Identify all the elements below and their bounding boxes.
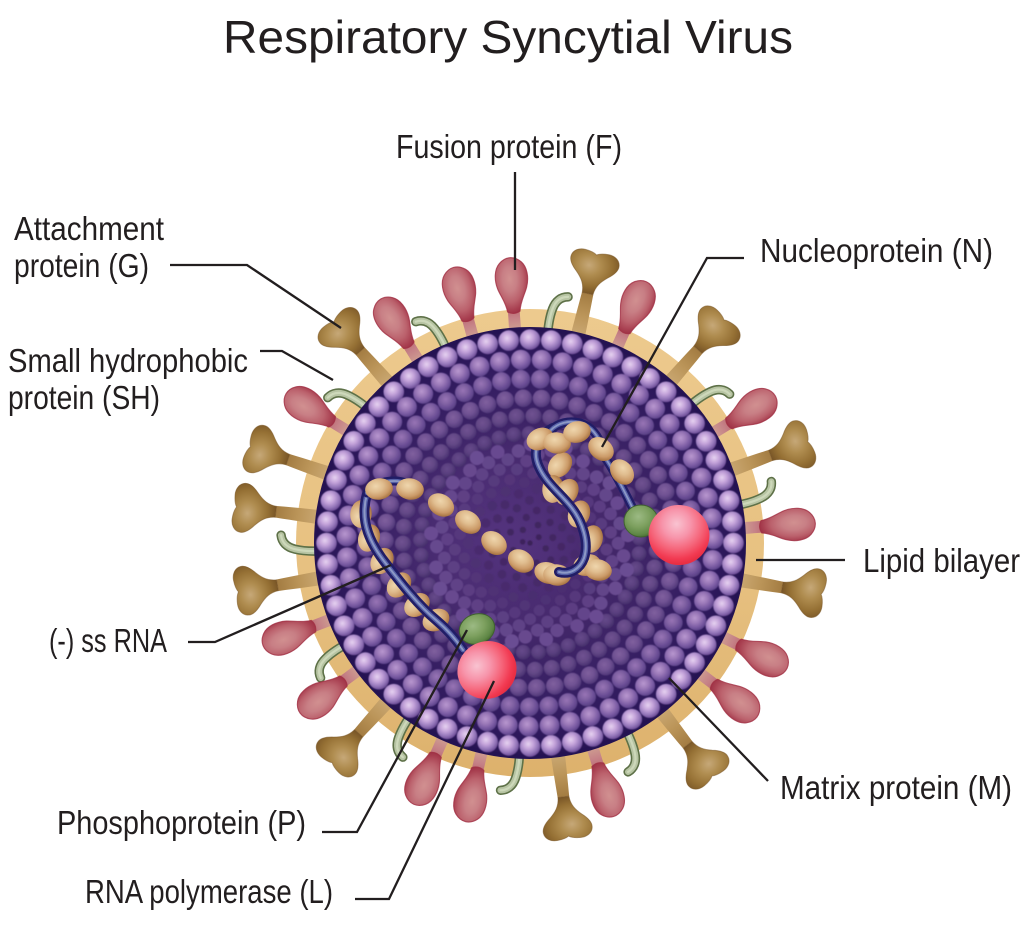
svg-text:Matrix protein (M): Matrix protein (M) <box>780 769 1012 806</box>
svg-text:Nucleoprotein (N): Nucleoprotein (N) <box>760 232 993 269</box>
svg-text:Fusion protein (F): Fusion protein (F) <box>396 128 622 165</box>
svg-text:Phosphoprotein (P): Phosphoprotein (P) <box>57 804 306 841</box>
svg-text:RNA polymerase (L): RNA polymerase (L) <box>85 873 333 910</box>
svg-text:Lipid bilayer: Lipid bilayer <box>863 542 1020 579</box>
svg-text:Respiratory Syncytial Virus: Respiratory Syncytial Virus <box>223 11 793 63</box>
svg-text:protein (G): protein (G) <box>14 247 149 284</box>
svg-text:Small hydrophobic: Small hydrophobic <box>8 342 248 379</box>
svg-text:protein (SH): protein (SH) <box>8 379 160 416</box>
svg-text:(-) ss RNA: (-) ss RNA <box>49 622 167 659</box>
svg-text:Attachment: Attachment <box>14 210 164 247</box>
